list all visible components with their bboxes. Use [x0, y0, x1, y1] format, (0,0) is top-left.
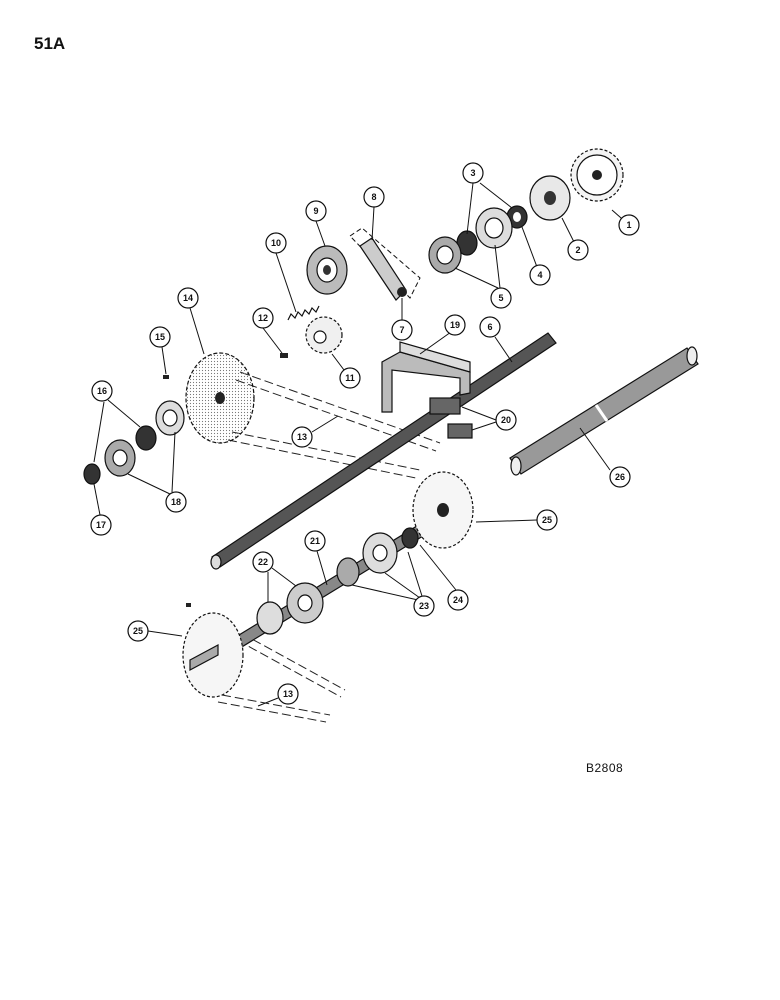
- callout-13b: 13: [257, 683, 299, 707]
- callout-2: 2: [561, 217, 589, 261]
- callout-25: 25: [475, 509, 558, 531]
- callout-10: 10: [265, 232, 297, 313]
- callout-1: 1: [611, 209, 640, 236]
- svg-text:22: 22: [258, 557, 268, 567]
- svg-text:23: 23: [419, 601, 429, 611]
- callout-21: 21: [304, 530, 328, 586]
- spring: [287, 305, 320, 321]
- svg-text:3: 3: [470, 168, 475, 178]
- svg-text:21: 21: [310, 536, 320, 546]
- callout-6: 6: [479, 316, 513, 363]
- tube: [509, 346, 699, 476]
- callout-11: 11: [331, 353, 361, 389]
- svg-text:26: 26: [615, 472, 625, 482]
- callout-3: 3: [462, 162, 513, 235]
- svg-text:4: 4: [537, 270, 542, 280]
- svg-text:17: 17: [96, 520, 106, 530]
- svg-text:18: 18: [171, 497, 181, 507]
- svg-text:1: 1: [626, 220, 631, 230]
- jackshaft-lower: [189, 511, 449, 676]
- svg-text:14: 14: [183, 293, 193, 303]
- bearing-block: [429, 397, 473, 439]
- callout-17: 17: [90, 483, 112, 536]
- page-number: 51A: [34, 34, 66, 53]
- callout-8: 8: [363, 186, 385, 241]
- svg-text:15: 15: [155, 332, 165, 342]
- bearing-assembly-upper: [428, 205, 528, 274]
- svg-text:6: 6: [487, 322, 492, 332]
- callout-14: 14: [177, 287, 205, 355]
- callout-18: 18: [127, 431, 187, 513]
- callout-13: 13: [291, 415, 339, 448]
- callout-24: 24: [419, 544, 469, 611]
- svg-text:13: 13: [283, 689, 293, 699]
- callout-26: 26: [579, 427, 631, 488]
- svg-text:12: 12: [258, 313, 268, 323]
- svg-text:20: 20: [501, 415, 511, 425]
- sprocket-lower-left: [182, 603, 244, 698]
- idler-wheel: [306, 245, 348, 295]
- callout-5: 5: [454, 244, 512, 309]
- callout-19: 19: [419, 314, 466, 355]
- callout-15: 15: [149, 326, 171, 375]
- sprocket-small-upper: [570, 148, 624, 202]
- idler-arm: [349, 227, 421, 301]
- sprocket-idler: [305, 316, 343, 354]
- callout-16: 16: [91, 380, 141, 463]
- sprocket-lower-right: [412, 471, 474, 549]
- svg-text:19: 19: [450, 320, 460, 330]
- callout-25b: 25: [127, 620, 183, 642]
- svg-text:10: 10: [271, 238, 281, 248]
- svg-text:16: 16: [97, 386, 107, 396]
- sprocket-large: [185, 352, 255, 444]
- key-small: [280, 353, 288, 358]
- svg-text:13: 13: [297, 432, 307, 442]
- bracket: [381, 341, 471, 413]
- svg-text:24: 24: [453, 595, 463, 605]
- svg-text:5: 5: [498, 293, 503, 303]
- callout-22: 22: [252, 551, 297, 602]
- svg-text:8: 8: [371, 192, 376, 202]
- callout-7: 7: [391, 298, 413, 341]
- svg-text:11: 11: [345, 373, 355, 383]
- svg-text:9: 9: [313, 206, 318, 216]
- callout-12: 12: [252, 307, 283, 354]
- svg-text:2: 2: [575, 245, 580, 255]
- callout-4: 4: [521, 226, 551, 286]
- callout-20: 20: [461, 406, 517, 431]
- bearing-assembly-left: [83, 375, 185, 485]
- figure-code: B2808: [586, 761, 624, 775]
- flange-plate: [529, 175, 571, 221]
- callout-9: 9: [305, 200, 327, 247]
- svg-text:25: 25: [542, 515, 552, 525]
- callout-23: 23: [351, 551, 435, 617]
- drive-chain-upper: [227, 371, 441, 479]
- svg-text:25: 25: [133, 626, 143, 636]
- svg-text:7: 7: [399, 325, 404, 335]
